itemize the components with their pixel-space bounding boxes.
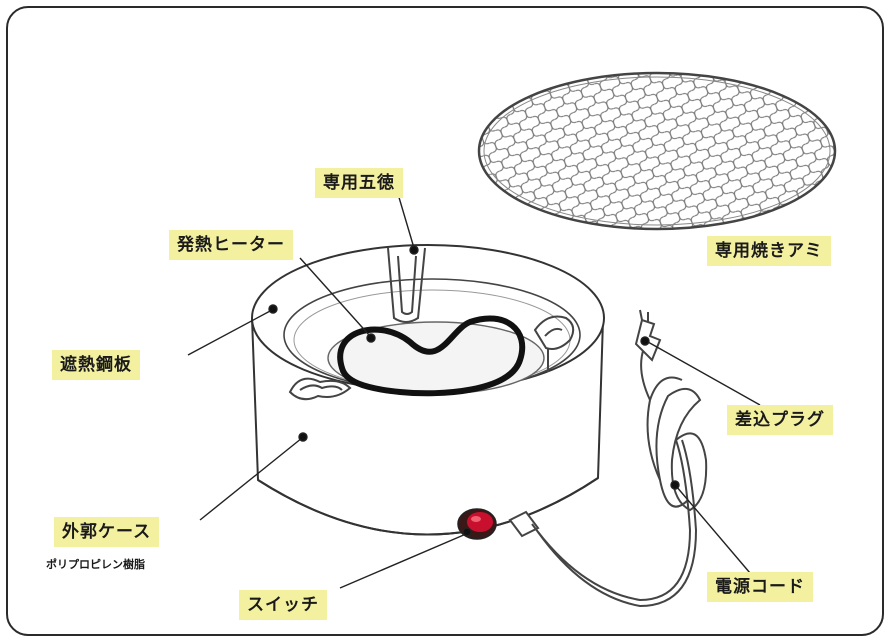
label-cord: 電源コード	[707, 572, 813, 602]
label-gotoku: 専用五徳	[315, 168, 403, 198]
label-heat-shield: 遮熱鋼板	[52, 350, 140, 380]
power-cord-illustration	[508, 309, 708, 608]
gotoku-stands	[288, 247, 575, 401]
label-switch: スイッチ	[239, 590, 327, 620]
label-plug: 差込プラグ	[727, 405, 833, 435]
grill-net	[477, 71, 837, 231]
label-case: 外郭ケース	[54, 517, 160, 547]
label-heater: 発熱ヒーター	[169, 230, 293, 260]
stove-body	[251, 244, 605, 536]
label-case-material: ポリプロピレン樹脂	[46, 558, 145, 571]
label-grill-net: 専用焼きアミ	[707, 236, 831, 266]
leader-lines	[187, 193, 761, 589]
